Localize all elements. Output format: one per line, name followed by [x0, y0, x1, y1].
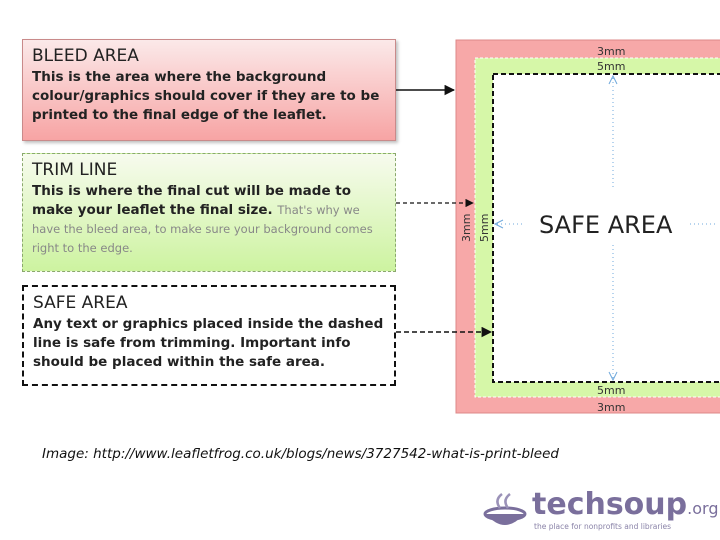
logo-suffix: .org	[687, 499, 719, 518]
trim-line-text: This is where the final cut will be made…	[32, 182, 386, 258]
logo-name: techsoup	[532, 487, 688, 522]
bleed-area-title: BLEED AREA	[32, 46, 139, 66]
trim-line-text-main: This is where the final cut will be made…	[32, 183, 352, 218]
safe-rect	[492, 73, 720, 383]
safe-area-center-label: SAFE AREA	[539, 211, 673, 239]
left-label-outer: 3mm	[460, 214, 473, 242]
trim-line-title: TRIM LINE	[32, 160, 118, 180]
dim-arrowhead-bottom	[608, 371, 618, 382]
top-label-outer: 3mm	[597, 45, 625, 58]
safe-area-title: SAFE AREA	[33, 293, 128, 313]
left-label-inner: 5mm	[478, 214, 491, 242]
techsoup-logo: techsoup.org the place for nonprofits an…	[480, 488, 720, 538]
image-source-caption: Image: http://www.leafletfrog.co.uk/blog…	[42, 446, 559, 462]
safe-area-text: Any text or graphics placed inside the d…	[33, 316, 384, 370]
bottom-label-inner: 5mm	[597, 384, 625, 397]
dim-arrowhead-top	[608, 74, 618, 85]
dim-arrowhead-left	[493, 219, 504, 229]
trim-line-text-light: That's why we have the bleed area, to ma…	[32, 203, 373, 255]
leaflet-diagram: 3mm 5mm 5mm 3mm 3mm 5mm SAFE AREA	[396, 39, 720, 414]
soup-bowl-icon	[483, 493, 527, 525]
top-label-inner: 5mm	[597, 60, 625, 73]
bottom-label-outer: 3mm	[597, 401, 625, 414]
bleed-area-text: This is the area where the background co…	[32, 69, 380, 123]
trim-line-box: TRIM LINE This is where the final cut wi…	[22, 153, 396, 272]
bleed-area-box: BLEED AREA This is the area where the ba…	[22, 39, 396, 141]
safe-area-box: SAFE AREA Any text or graphics placed in…	[22, 285, 396, 386]
logo-tagline: the place for nonprofits and libraries	[534, 522, 672, 531]
